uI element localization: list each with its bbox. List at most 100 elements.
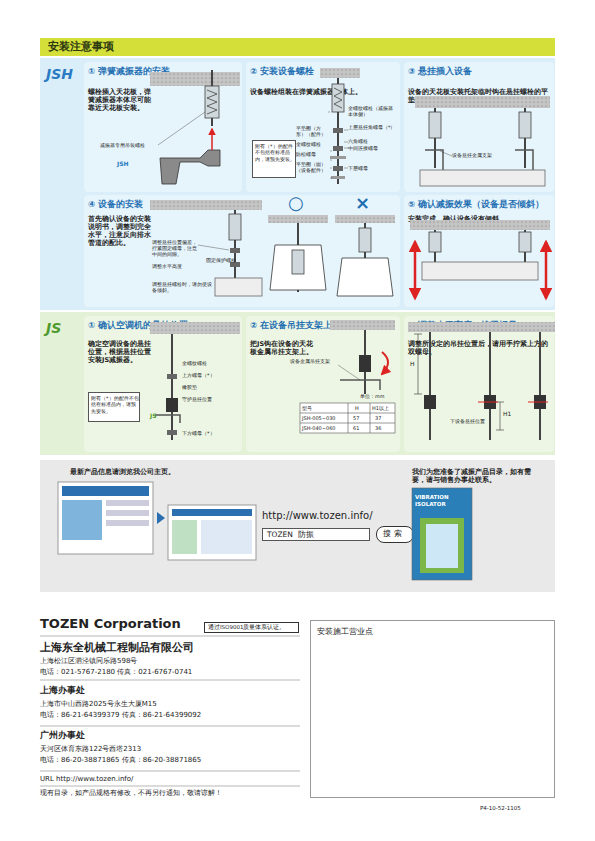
node-heading: 安装注意事项 [48,40,448,54]
node-body: 螺栓插入天花板，弹簧减振器本体尽可能靠近天花板安装。 [88,88,152,112]
part-label: 下设备悬挂位置 [450,418,486,424]
node-heading: ① 弹簧减振器的安装 [88,66,238,77]
part-label: P4-10-52-1105 [480,805,550,812]
node-heading: 搜 索 [383,529,413,539]
footer-rules-shape [40,636,300,786]
part-label: http://www.tozen.info/ [262,510,422,522]
node-body: 首先确认设备的安装说明书，调整到完全水平，注意反向排水管道的配比。 [88,215,152,248]
step-box: ④ 设备的安装首先确认设备的安装说明书，调整到完全水平，注意反向排水管道的配比。 [84,195,400,307]
part-label: 调整水平高度 [152,264,202,270]
part-label: 全螺纹螺栓 [182,360,237,366]
part-label: H [410,360,420,367]
node-heading: JSH [46,66,86,84]
part-label: 防松螺母 [296,152,330,158]
part-label: 57 [353,415,367,421]
part-label: 现有目录，如产品规格有修改，不再另行通知，敬请谅解！ [40,790,310,798]
footer-rules [40,636,300,786]
part-label: 设备悬挂金属支架 [452,152,522,158]
node-body: 把JS钩在设备的天花板金属吊挂支架上。 [250,340,320,356]
node-heading: TOZEN 防振 [267,530,367,539]
part-label: ○ [288,192,310,214]
part-label: URL http://www.tozen.info/ [40,775,300,783]
part-label: 型号 [302,405,346,411]
note-box: 附有（*）的配件不包括在标准品内，请预先安装。 [252,140,296,178]
part-label: 橡胶垫 [182,384,237,390]
search-button: 搜 索 [376,526,414,543]
step-box: ① 弹簧减振器的安装螺栓插入天花板，弹簧减振器本体尽可能靠近天花板安装。 [84,62,242,192]
part-label: 下层螺母 [348,166,396,172]
search-field: TOZEN 防振 [262,528,370,541]
node-heading: JS [46,320,86,338]
part-label: JSH-040~060 [302,425,348,431]
certification-box: 通过ISO9001质量体系认证。 [204,622,299,633]
node-heading: 通过ISO9001质量体系认证。 [208,624,300,631]
part-label: VIBRATION ISOLATOR [415,494,470,507]
step-box: ⑤ 确认减振效果（设备是否倾斜） 安装完成，确认设备没有倾斜。 [404,195,554,307]
step-box: ① 确认空调机的悬挂位置确定空调设备的悬挂位置，根据悬挂位置安装JS减振器。附有… [84,316,242,452]
part-label: 下方螺母（*） [182,430,237,436]
part-label: 电话：021-5767-2180 传真：021-6767-0741 [40,668,300,676]
node-body: 确定空调设备的悬挂位置，根据悬挂位置安装JS减振器。 [88,340,152,364]
part-label: 61 [353,425,367,431]
part-label: 电话：86-20-38871865 传真：86-20-38871865 [40,756,300,764]
part-label: 上层悬挂角螺母（*） [348,125,396,131]
part-label: H1以上 [372,405,396,411]
node-heading: ③ 调整水平高度，拧紧螺母 [408,320,554,331]
node-body: 设备的天花板安装托架临时钩在悬挂螺栓的平垫圈上。 [408,88,550,104]
part-label: 设备金属吊挂支架 [290,358,336,364]
part-label: × [355,192,377,214]
part-label: 上海办事处 [40,685,240,696]
part-label: 减振器专用吊装螺栓 [100,142,156,148]
node-heading: 附有（*）的配件不包括在标准品内，请预先安装。 [255,143,295,162]
part-label: 固定保护螺栓 [206,258,246,264]
node-heading: ③ 悬挂插入设备 [408,66,550,77]
part-label: JSH-005~030 [302,415,348,421]
node-body: 调整所设定的吊挂位置后，请用手拧紧上方的双螺母。 [408,340,550,356]
part-label: 平垫圈（方形）（配件） [296,126,330,138]
part-label: 守护悬挂位置 [182,396,237,402]
node-heading: ⑤ 确认减振效果（设备是否倾斜） [408,199,554,210]
step-box: ③ 悬挂插入设备设备的天花板安装托架临时钩在悬挂螺栓的平垫圈上。 [404,62,554,192]
part-label: 平垫圈（圆）（设备配件） [296,162,330,174]
node-heading: ① 确认空调机的悬挂位置 [88,320,238,331]
part-label: 36 [375,425,389,431]
node-body: 设备螺栓组装在弹簧减振器本体上。 [250,88,398,96]
info-panel: 最新产品信息请浏览我公司主页。 我们为您准备了减振产品目录，如有需要，请与销售办事… [40,460,555,592]
step-box: ③ 调整水平高度，拧紧螺母调整所设定的吊挂位置后，请用手拧紧上方的双螺母。 [404,316,554,452]
part-label: 全螺纹螺栓 [296,142,330,148]
part-label: 中间连接螺母 [348,146,396,152]
part-label: 37 [375,415,389,421]
node-heading: ② 在设备吊挂支架上安装JS [250,320,396,331]
section-panel: JS① 确认空调机的悬挂位置确定空调设备的悬挂位置，根据悬挂位置安装JS减振器。… [40,312,555,455]
node-heading: 附有（*）的配件不包括在标准品内，请预先安装。 [91,395,139,414]
node-heading: ④ 设备的安装 [88,199,288,210]
part-label: 电话：86-21-64399379 传真：86-21-64399092 [40,711,300,719]
node-heading: 最新产品信息请浏览我公司主页。 [70,468,370,476]
node-body: 安装完成，确认设备没有倾斜。 [408,215,550,223]
part-label: H [355,405,369,411]
node-body: 我们为您准备了减振产品目录，如有需要，请与销售办事处联系。 [412,468,542,484]
header-band: 安装注意事项 [40,38,555,56]
part-label: 广州办事处 [40,730,240,741]
node-heading: 安装施工营业点 [317,627,517,636]
part-label: 调整悬挂位置偏差，拧紧固定螺母，注意中间的间隙。 [152,240,198,257]
part-label: 上海市中山西路2025号永生大厦M15 [40,700,300,708]
step-box: ② 在设备吊挂支架上安装JS 把JS钩在设备的天花板金属吊挂支架上。 [246,316,400,452]
node-heading: ② 安装设备螺栓 [250,66,396,77]
part-label: JS [150,412,170,419]
part-label: TOZEN Corporation [40,616,240,632]
part-label: 天河区体育东路122号西塔2313 [40,745,300,753]
part-label: 单位：mm [360,394,400,400]
note-box: 附有（*）的配件不包括在标准品内，请预先安装。 [88,392,140,422]
part-label: 上方螺母（*） [182,372,237,378]
part-label: 上海东全机械工程制品有限公司 [40,641,300,654]
part-label: JSH [117,160,147,167]
part-label: 六角螺栓 [348,139,396,145]
section-panel: JSH① 弹簧减振器的安装螺栓插入天花板，弹簧减振器本体尽可能靠近天花板安装。②… [40,58,555,310]
dealer-box: 安装施工营业点 [310,620,555,798]
part-label: H1 [503,410,517,417]
part-label: 调整悬挂螺栓时，请勿使设备倾斜。 [152,282,212,294]
part-label: 上海松江区泗泾镇同乐路598号 [40,657,300,665]
part-label: 全螺纹螺栓（减振器本体侧） [348,106,396,118]
